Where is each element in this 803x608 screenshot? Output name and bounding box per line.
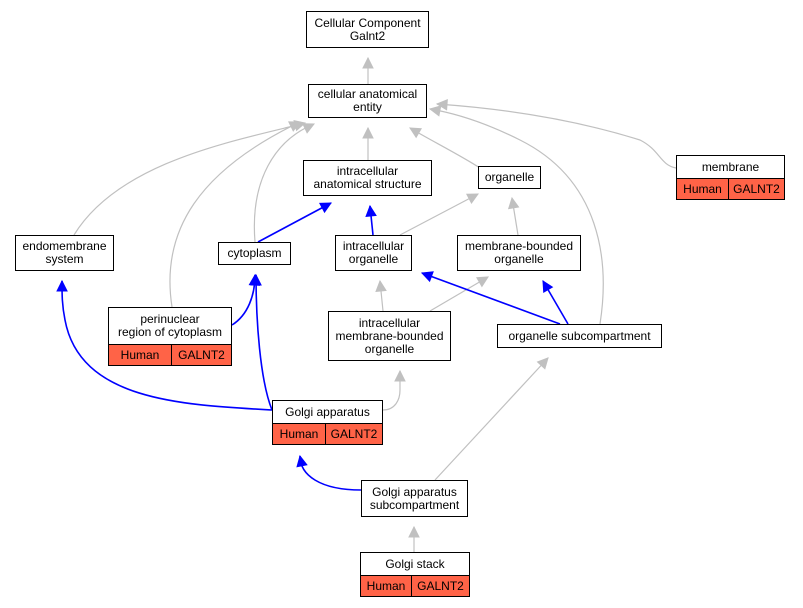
node-organelle-subcompartment[interactable]: organelle subcompartment bbox=[497, 324, 662, 348]
edge-cyto-to-ias bbox=[257, 202, 332, 243]
node-label: intracellular membrane-bounded organelle bbox=[335, 315, 444, 356]
gene-cell: GALNT2 bbox=[330, 427, 378, 441]
node-membrane-bounded-organelle[interactable]: membrane-bounded organelle bbox=[457, 235, 581, 271]
arrowhead bbox=[420, 271, 434, 283]
arrowhead bbox=[435, 98, 448, 111]
arrowhead bbox=[476, 276, 489, 288]
arrowhead bbox=[362, 126, 374, 139]
arrowhead bbox=[288, 121, 302, 132]
arrowhead bbox=[375, 279, 387, 293]
node-label: Golgi apparatus bbox=[285, 404, 370, 419]
node-label: membrane bbox=[701, 159, 760, 174]
arrowhead bbox=[365, 204, 377, 218]
node-label: cytoplasm bbox=[227, 246, 282, 260]
annotation-row: Human GALNT2 bbox=[677, 178, 784, 199]
species-cell: Human bbox=[109, 345, 172, 365]
edge-endo-to-cae bbox=[73, 122, 306, 236]
node-label: perinuclear region of cytoplasm bbox=[117, 312, 223, 339]
annotation-row: Human GALNT2 bbox=[109, 344, 231, 365]
node-label: endomembrane system bbox=[22, 239, 107, 266]
node-golgi-apparatus[interactable]: Golgi apparatus Human GALNT2 bbox=[272, 400, 383, 445]
node-label: organelle bbox=[484, 170, 535, 184]
node-label: cellular anatomical entity bbox=[317, 87, 418, 114]
node-label: Golgi apparatus subcompartment bbox=[369, 484, 460, 512]
annotation-row: Human GALNT2 bbox=[361, 575, 469, 596]
arrowhead bbox=[408, 525, 420, 538]
node-perinuclear-region[interactable]: perinuclear region of cytoplasm Human GA… bbox=[108, 307, 232, 366]
edge-peri-to-cae bbox=[169, 121, 301, 308]
edge-imbo-to-mbo bbox=[429, 276, 489, 312]
edge-membrane-to-cae bbox=[436, 103, 677, 169]
edge-golgi-to-cyto bbox=[255, 274, 273, 411]
arrowhead bbox=[319, 202, 332, 214]
arrowhead bbox=[409, 127, 422, 139]
node-cellular-component[interactable]: Cellular Component Galnt2 bbox=[306, 11, 429, 48]
node-label: membrane-bounded organelle bbox=[464, 239, 574, 266]
arrowhead bbox=[56, 279, 68, 292]
arrowhead bbox=[466, 193, 479, 205]
node-intracellular-anatomical-structure[interactable]: intracellular anatomical structure bbox=[303, 160, 432, 196]
arrowhead bbox=[428, 105, 442, 117]
species-cell: Human bbox=[273, 424, 326, 444]
edge-cyto-to-cae bbox=[253, 123, 315, 243]
edge-gasc-to-osc bbox=[434, 357, 549, 481]
node-organelle[interactable]: organelle bbox=[478, 166, 541, 189]
node-golgi-stack[interactable]: Golgi stack Human GALNT2 bbox=[360, 552, 470, 597]
edge-golgi-to-imbo bbox=[382, 371, 401, 411]
node-membrane[interactable]: membrane Human GALNT2 bbox=[676, 155, 785, 200]
arrowhead bbox=[302, 123, 316, 134]
edge-golgi-to-endo bbox=[61, 280, 273, 411]
node-endomembrane-system[interactable]: endomembrane system bbox=[15, 235, 114, 271]
arrowhead bbox=[250, 273, 262, 286]
edge-gasc-to-golgi bbox=[299, 455, 362, 491]
node-intracellular-membrane-bounded-organelle[interactable]: intracellular membrane-bounded organelle bbox=[328, 311, 451, 361]
arrowhead bbox=[394, 369, 406, 382]
arrowhead bbox=[507, 196, 520, 210]
node-cytoplasm[interactable]: cytoplasm bbox=[218, 242, 291, 265]
annotation-row: Human GALNT2 bbox=[273, 423, 382, 444]
arrowhead bbox=[362, 56, 374, 69]
edge-io-to-organelle bbox=[399, 193, 479, 236]
arrowhead bbox=[536, 357, 549, 370]
edge-osc-to-cae bbox=[429, 108, 604, 325]
gene-cell: GALNT2 bbox=[178, 348, 225, 362]
arrowhead bbox=[542, 280, 554, 293]
species-cell: Human bbox=[361, 576, 412, 596]
arrowhead bbox=[296, 454, 308, 468]
edge-osc-to-io bbox=[421, 272, 561, 325]
gene-cell: GALNT2 bbox=[417, 579, 464, 593]
node-golgi-apparatus-subcompartment[interactable]: Golgi apparatus subcompartment bbox=[361, 480, 468, 517]
node-intracellular-organelle[interactable]: intracellular organelle bbox=[335, 235, 412, 271]
node-label: intracellular organelle bbox=[342, 239, 405, 266]
node-label: organelle subcompartment bbox=[508, 328, 651, 343]
node-label: intracellular anatomical structure bbox=[313, 164, 422, 191]
node-cellular-anatomical-entity[interactable]: cellular anatomical entity bbox=[308, 84, 427, 118]
species-cell: Human bbox=[677, 179, 729, 199]
node-label: Golgi stack bbox=[385, 556, 445, 571]
gene-cell: GALNT2 bbox=[733, 182, 780, 196]
node-label: Cellular Component Galnt2 bbox=[314, 15, 421, 43]
